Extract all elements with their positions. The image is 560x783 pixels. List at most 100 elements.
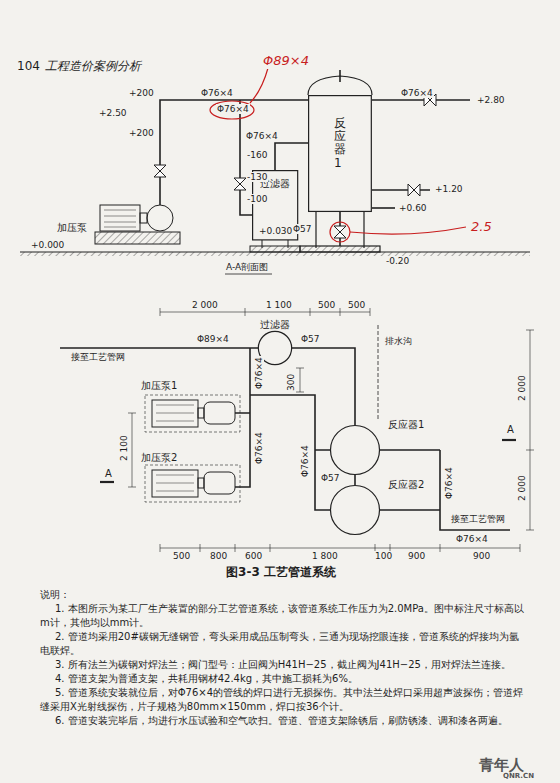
filter-elevation [250,240,300,252]
label: Φ89×4 [196,334,230,344]
note-text: 5. 管道系统安装就位后，对Φ76×4的管线的焊口进行无损探伤。其中法兰处焊口采… [40,686,525,714]
reactor-elevation-stroke [308,76,372,95]
pump-plan-stroke [152,470,198,497]
section-title-underline-stroke [225,274,272,275]
red-markup-stroke [330,222,350,242]
node-outline [330,485,380,535]
label: Φ76×4 [400,88,434,98]
red-markup-stroke [210,101,254,119]
pump-plan-stroke [204,472,235,494]
label: 900 [472,551,491,561]
pump-plan-stroke [156,475,194,491]
notes-block: 说明：1. 本图所示为某工厂生产装置的部分工艺管道系统，该管道系统工作压力为2.… [40,588,525,728]
pipe-elevation-stroke [372,99,470,101]
pump-elevation-stroke [104,210,136,227]
pipe-plan [60,348,510,530]
reactor-elevation-stroke [300,246,380,252]
red-markup [210,68,466,242]
note-text: 1. 本图所示为某工厂生产装置的部分工艺管道系统，该管道系统工作压力为2.0MP… [40,602,525,630]
node-outline-shape [331,426,380,475]
drain-ditch [378,325,379,420]
dimension-text: Φ76×4 [300,444,310,478]
label: 100 [374,551,393,561]
section-title-underline [225,274,272,275]
dimension-line [128,308,534,552]
valve-stroke [234,178,246,190]
reactor-vessel: 反应器1 [308,95,372,212]
label: Φ57 [300,334,321,344]
pump-elevation-stroke [100,205,140,231]
pipe-plan-stroke [250,395,330,510]
label: 600 [244,551,263,561]
pipe-elevation-stroke [372,189,430,191]
label: -100 [246,194,268,204]
label: +2.50 [98,108,128,118]
label: Φ76×4 [200,88,234,98]
label: +0.000 [30,240,65,250]
label: 104 [16,60,41,74]
label: 接至工艺管网 [450,514,506,524]
label: Φ76×4 [216,104,250,114]
dimension-text: Φ76×4 [254,431,264,465]
label: 500 [347,300,366,310]
label: +200 [128,128,155,138]
label: A [104,468,113,480]
pump-plan-stroke [198,408,204,418]
label: 加压泵2 [140,452,178,464]
label: Φ57 [320,473,341,483]
label: +1.20 [434,184,464,194]
pipe-plan-stroke [380,450,510,530]
watermark: 青年人 [478,757,525,774]
node-label: 反应器1 [388,419,424,431]
reactor-elevation-stroke [316,212,364,248]
label: 接至工艺管网 [70,352,126,362]
pump-plan-stroke [204,402,235,424]
dimension-text: Φ76×4 [444,466,454,500]
pipe-connector [354,475,356,485]
pump-plan-stroke [145,395,240,432]
note-text: 2. 管道均采用20#碳钢无缝钢管，弯头采用成品压制弯头，三通为现场挖眼连接，管… [40,630,525,658]
label: A-A剖面图 [225,262,269,272]
note-text: 说明： [40,588,525,602]
label: -130 [246,172,268,182]
valve-stroke [334,226,346,238]
valve-stroke [408,184,420,196]
dimension-text: 2 000 [517,474,527,502]
node-label: 反应器1 [334,117,346,170]
dimension-line-stroke [296,368,304,392]
label: A [506,424,515,436]
label: 排水沟 [384,336,413,346]
watermark: QNR.CN [502,772,535,780]
label: Φ57 [292,224,313,234]
label: 2 000 [191,300,219,310]
note-text: 4. 管道支架为普通支架，共耗用钢材42.4kg，其中施工损耗为6%。 [40,672,525,686]
dimension-text: 2 000 [517,374,527,402]
pipe-connector [275,143,308,170]
pump-plan-stroke [145,465,240,502]
label: 1 100 [265,300,293,310]
pipe-plan-stroke [60,347,258,349]
label: 900 [407,551,426,561]
label: 500 [172,551,191,561]
valve-stroke [154,165,166,177]
red-markup-stroke [250,68,268,103]
ground-line-stroke [20,252,530,256]
label: 加压泵1 [140,380,178,392]
label: +200 [128,88,155,98]
note-text: 6. 管道安装完毕后，均进行水压试验和空气吹扫。管道、管道支架除锈后，刷防锈漆、… [40,714,525,728]
pump-elevation-stroke [140,213,147,223]
label: -0.20 [385,256,410,266]
pipe-connector [292,348,355,425]
label: +2.80 [476,95,506,105]
pump-plan-stroke [152,400,198,427]
note-text: 3. 所有法兰为碳钢对焊法兰；阀门型号：止回阀为H41H−25，截止阀为J41H… [40,658,525,672]
label: Φ76×4 [455,534,489,544]
pipe-elevation [160,70,470,246]
ground-line [20,252,530,256]
node-outline-shape [309,96,372,212]
pipe-elevation-stroke [372,207,395,209]
label: +0.030 [258,226,293,236]
pump-plan-stroke [198,478,204,488]
pump-plan-stroke [156,405,194,421]
